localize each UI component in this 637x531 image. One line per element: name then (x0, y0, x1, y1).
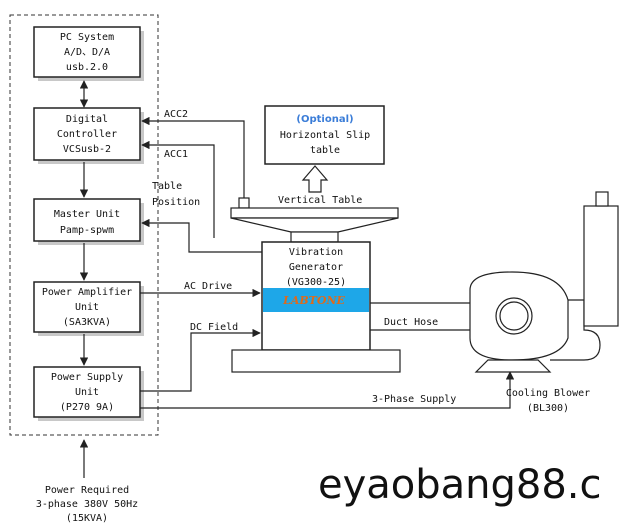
power-required-line-2: 3-phase 380V 50Hz (36, 499, 138, 510)
three-phase-supply-line (140, 371, 515, 409)
power-amplifier-block: Power Amplifier Unit (SA3KVA) (33, 281, 144, 336)
table-position-line (141, 218, 262, 253)
vertical-table-top (230, 207, 399, 219)
supply-line-2: Unit (75, 387, 99, 398)
slip-line-1: Horizontal Slip (280, 130, 370, 141)
generator-base (231, 349, 401, 373)
supply-line-1: Power Supply (51, 372, 123, 383)
blower-line-2: (BL300) (527, 403, 569, 414)
control-cabinet-frame (9, 14, 159, 436)
pc-line-3: usb.2.0 (66, 62, 108, 73)
generator-band (263, 288, 369, 312)
optional-label: (Optional) (296, 114, 353, 125)
sensor-block (238, 197, 250, 209)
amp-line-3: (SA3KVA) (63, 317, 111, 328)
vertical-table-cone (230, 217, 399, 233)
master-line-2: Pamp-spwm (60, 225, 114, 236)
power-required-line-1: Power Required (45, 485, 129, 496)
amp-line-1: Power Amplifier (42, 287, 132, 298)
brand-label: LABTONE (282, 294, 345, 307)
three-phase-label: 3-Phase Supply (372, 394, 456, 405)
pc-line-2: A/D、D/A (64, 47, 110, 58)
watermark-text: eyaobang88.c (318, 462, 602, 508)
slip-line-2: table (310, 145, 340, 156)
generator-line-1: Vibration (289, 247, 343, 258)
vertical-table-label: Vertical Table (278, 195, 362, 206)
controller-line-2: Controller (57, 129, 117, 140)
master-line-1: Master Unit (54, 209, 120, 220)
ac-drive-label: AC Drive (184, 281, 232, 292)
blower-line-1: Cooling Blower (506, 388, 590, 399)
acc1-feedback-line (141, 140, 215, 238)
table-position-line-1: Table (152, 181, 182, 192)
power-supply-block: Power Supply Unit (P270 9A) (33, 366, 144, 421)
controller-block: Digital Controller VCSusb-2 (33, 107, 144, 164)
acc1-label: ACC1 (164, 149, 188, 160)
pc-system-block: PC System A/D、D/A usb.2.0 (33, 26, 144, 81)
cooling-blower (469, 191, 619, 373)
table-position-line-2: Position (152, 197, 200, 208)
horizontal-slip-table-block: (Optional) Horizontal Slip table (264, 105, 385, 165)
generator-line-2: Generator (289, 262, 343, 273)
master-unit-block: Master Unit Pamp-spwm (33, 198, 144, 245)
hollow-up-arrow (301, 165, 329, 193)
acc2-label: ACC2 (164, 109, 188, 120)
controller-line-3: VCSusb-2 (63, 144, 111, 155)
controller-line-1: Digital (66, 114, 108, 125)
dc-field-line (140, 328, 261, 392)
acc2-feedback-line (141, 116, 245, 198)
dc-field-label: DC Field (190, 322, 238, 333)
vibration-generator: Vibration Generator (VG300-25) LABTONE (261, 241, 371, 351)
power-required-line-3: (15KVA) (66, 513, 108, 524)
generator-line-3: (VG300-25) (286, 277, 346, 288)
duct-hose-label: Duct Hose (384, 317, 438, 328)
pc-line-1: PC System (60, 32, 114, 43)
armature-column (290, 231, 339, 243)
amp-line-2: Unit (75, 302, 99, 313)
supply-line-3: (P270 9A) (60, 402, 114, 413)
